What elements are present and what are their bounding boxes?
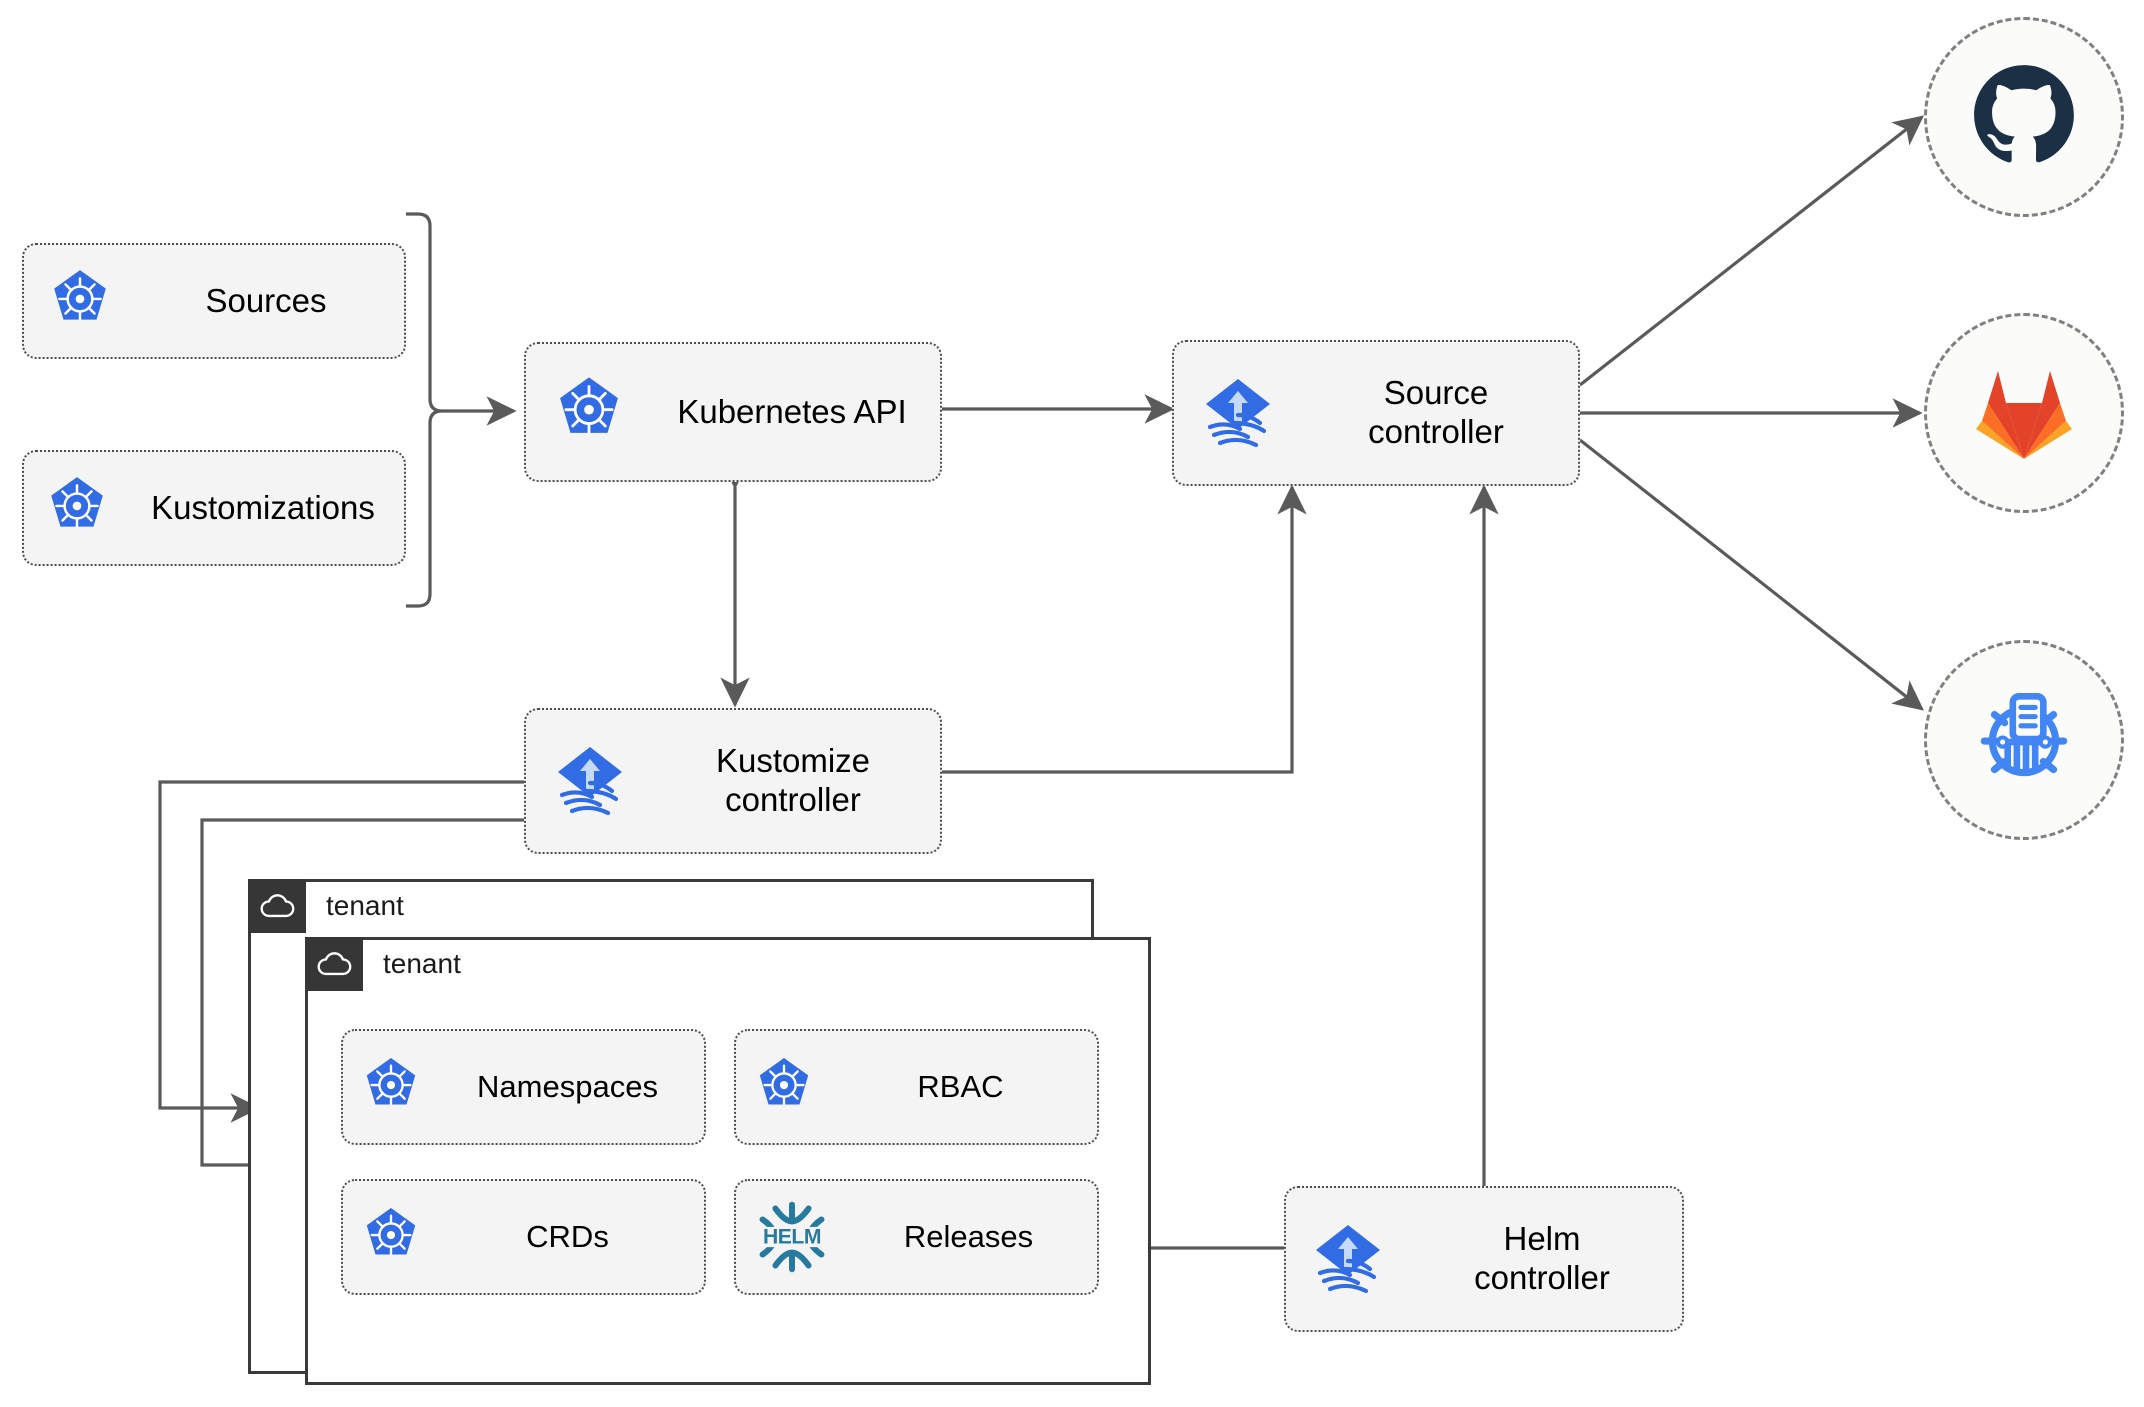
node-label: Namespaces xyxy=(477,1068,658,1104)
node-helm-controller[interactable]: Helm controller xyxy=(1284,1186,1684,1332)
kubernetes-icon xyxy=(526,375,652,449)
node-rbac[interactable]: RBAC xyxy=(734,1029,1099,1145)
tenant-label: tenant xyxy=(383,948,461,979)
node-label: Source controller xyxy=(1368,374,1504,450)
node-kustomize-controller[interactable]: Kustomize controller xyxy=(524,708,942,854)
node-gitlab[interactable] xyxy=(1924,313,2124,513)
node-label: Helm controller xyxy=(1474,1220,1610,1296)
gitlab-icon xyxy=(1974,363,2074,464)
edge-resources-bracket xyxy=(406,212,443,608)
node-helm-repository[interactable] xyxy=(1924,640,2124,840)
node-label: RBAC xyxy=(917,1068,1004,1104)
tenant-label: tenant xyxy=(326,890,404,921)
node-label: Sources xyxy=(205,281,327,319)
cloud-icon xyxy=(248,879,306,933)
node-label: Kustomizations xyxy=(151,488,375,526)
cloud-icon xyxy=(305,937,363,991)
edge-source-controller-to-helm-repository xyxy=(1579,438,1925,711)
node-label: CRDs xyxy=(526,1218,609,1254)
kubernetes-icon xyxy=(24,268,136,334)
kubernetes-icon xyxy=(736,1056,832,1118)
node-source-controller[interactable]: Source controller xyxy=(1172,340,1580,486)
flux-icon xyxy=(1286,1217,1410,1301)
node-namespaces[interactable]: Namespaces xyxy=(341,1029,706,1145)
tenant-header-back: tenant xyxy=(248,879,404,933)
flux-icon xyxy=(1174,371,1302,455)
node-sources[interactable]: Sources xyxy=(22,243,406,359)
node-label: Releases xyxy=(903,1218,1034,1254)
helm-repository-icon xyxy=(1968,682,2080,799)
node-label: Kustomize controller xyxy=(715,742,871,818)
edge-kustomize-controller-to-source-controller xyxy=(942,484,1307,774)
github-icon xyxy=(1972,63,2076,172)
helm-icon: HELM xyxy=(736,1201,848,1273)
edge-source-controller-to-github xyxy=(1579,115,1925,387)
kubernetes-icon xyxy=(343,1206,439,1268)
node-kustomizations[interactable]: Kustomizations xyxy=(22,450,406,566)
node-kubernetes-api[interactable]: Kubernetes API xyxy=(524,342,942,482)
flux-icon xyxy=(526,739,654,823)
tenant-header-front: tenant xyxy=(305,937,461,991)
kubernetes-icon xyxy=(24,475,130,541)
node-github[interactable] xyxy=(1924,17,2124,217)
node-label: Kubernetes API xyxy=(677,392,907,430)
svg-text:HELM: HELM xyxy=(763,1225,821,1248)
node-releases[interactable]: HELM Releases xyxy=(734,1179,1099,1295)
tenant-box-front[interactable] xyxy=(305,937,1151,1385)
kubernetes-icon xyxy=(343,1056,439,1118)
node-crds[interactable]: CRDs xyxy=(341,1179,706,1295)
